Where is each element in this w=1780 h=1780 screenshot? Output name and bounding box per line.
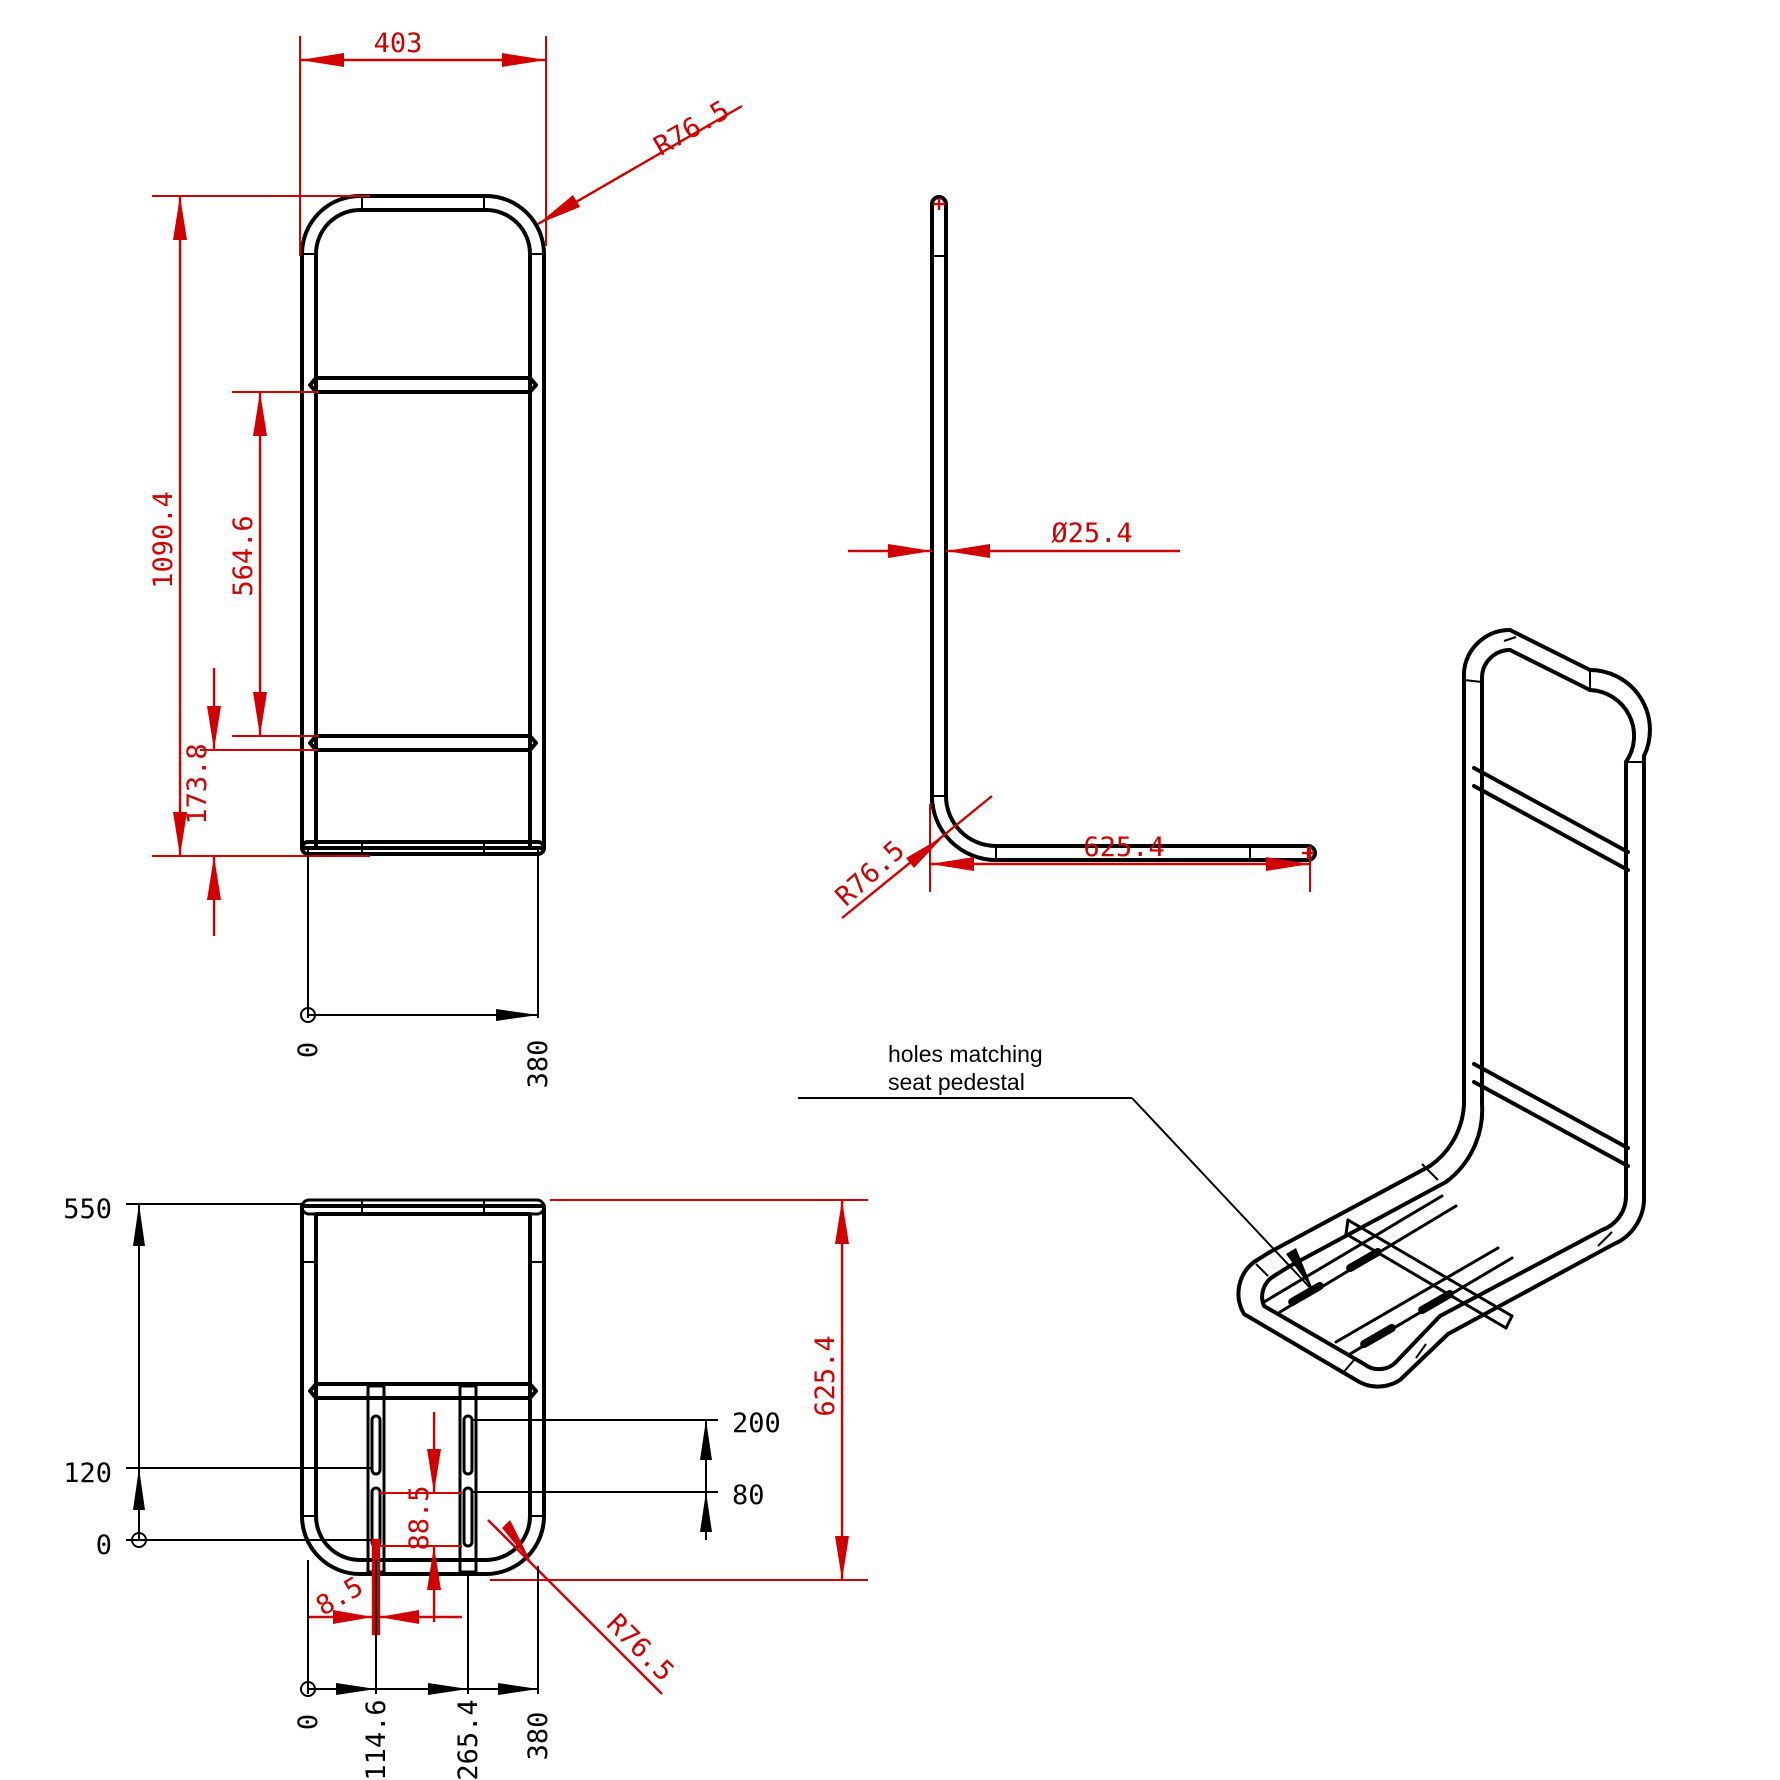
dim-front-bottom-rung-label: 173.8 <box>182 743 213 824</box>
side-tube-outline <box>930 195 1317 862</box>
top-ordinate-0-left: 0 <box>96 1530 112 1561</box>
iso-hole <box>1346 1248 1382 1272</box>
dim-side-diameter-label: Ø25.4 <box>1051 518 1132 549</box>
front-lower-rung <box>308 734 538 752</box>
side-view: Ø25.4 625.4 R76.5 <box>830 195 1317 919</box>
front-view: 403 R76.5 1090.4 564.6 <box>148 28 743 1088</box>
iso-hole <box>1360 1324 1396 1348</box>
top-ordinate-265: 265.4 <box>453 1699 484 1780</box>
top-ordinate-380: 380 <box>523 1712 554 1761</box>
top-right-ordinates: 200 80 <box>472 1408 781 1540</box>
dim-side-diameter: Ø25.4 <box>848 518 1180 558</box>
top-ordinate-200: 200 <box>732 1408 781 1439</box>
front-ordinate-zero: 0 <box>293 1042 324 1058</box>
dim-top-depth-label: 625.4 <box>810 1335 841 1416</box>
top-bottom-ordinates: 0 114.6 265.4 380 <box>293 1560 554 1780</box>
top-frame-outline <box>300 1198 546 1576</box>
front-bottom-tube <box>300 840 546 856</box>
iso-back-rungs <box>1472 766 1630 1168</box>
top-ordinate-120: 120 <box>63 1458 112 1489</box>
top-ordinate-80: 80 <box>732 1480 765 1511</box>
front-ordinate: 0 380 <box>293 850 554 1088</box>
dim-side-radius-label: R76.5 <box>830 835 911 912</box>
top-view: 550 120 0 200 80 625.4 <box>63 1194 868 1780</box>
front-ordinate-end: 380 <box>523 1040 554 1089</box>
dim-top-slot-length-label: 88.5 <box>404 1485 435 1550</box>
dim-top-slot-length: 88.5 <box>380 1412 462 1622</box>
dim-front-width-label: 403 <box>374 28 423 59</box>
iso-view: holes matching seat pedestal <box>798 627 1652 1389</box>
slot-lower-left <box>370 1486 382 1548</box>
top-ordinate-0-bottom: 0 <box>293 1714 324 1730</box>
dim-front-radius-label: R76.5 <box>649 95 735 162</box>
dim-front-width: 403 <box>299 28 547 256</box>
front-upper-rung <box>308 376 538 394</box>
iso-seat-frame <box>1236 1096 1647 1389</box>
dim-side-depth-label: 625.4 <box>1083 832 1164 863</box>
dim-front-radius: R76.5 <box>537 95 743 226</box>
slot-upper-left <box>370 1414 382 1476</box>
front-frame-outline <box>300 194 546 850</box>
iso-hole <box>1418 1290 1454 1314</box>
top-ordinate-114: 114.6 <box>361 1699 392 1780</box>
dim-front-rung-spacing-label: 564.6 <box>228 515 259 596</box>
dim-side-depth: 625.4 <box>929 804 1311 892</box>
iso-note-line2: seat pedestal <box>888 1069 1025 1095</box>
dim-front-bottom-rung: 173.8 <box>182 668 318 936</box>
iso-hole <box>1288 1282 1324 1306</box>
dim-top-radius-label: R76.5 <box>600 1608 679 1687</box>
top-ordinate-550: 550 <box>63 1194 112 1225</box>
dim-top-depth: 625.4 <box>490 1199 868 1581</box>
dim-side-radius: R76.5 <box>830 795 993 919</box>
iso-note: holes matching seat pedestal <box>798 1041 1315 1293</box>
iso-note-line1: holes matching <box>888 1041 1043 1067</box>
dim-front-rung-spacing: 564.6 <box>228 391 318 737</box>
slot-lower-right <box>462 1486 474 1548</box>
dim-front-height-label: 1090.4 <box>148 491 179 589</box>
top-left-ordinates: 550 120 0 <box>63 1194 372 1561</box>
dim-front-height: 1090.4 <box>148 195 370 857</box>
iso-back-frame <box>1462 627 1652 1198</box>
slot-upper-right <box>462 1414 474 1476</box>
iso-seat-holes <box>1288 1248 1454 1348</box>
